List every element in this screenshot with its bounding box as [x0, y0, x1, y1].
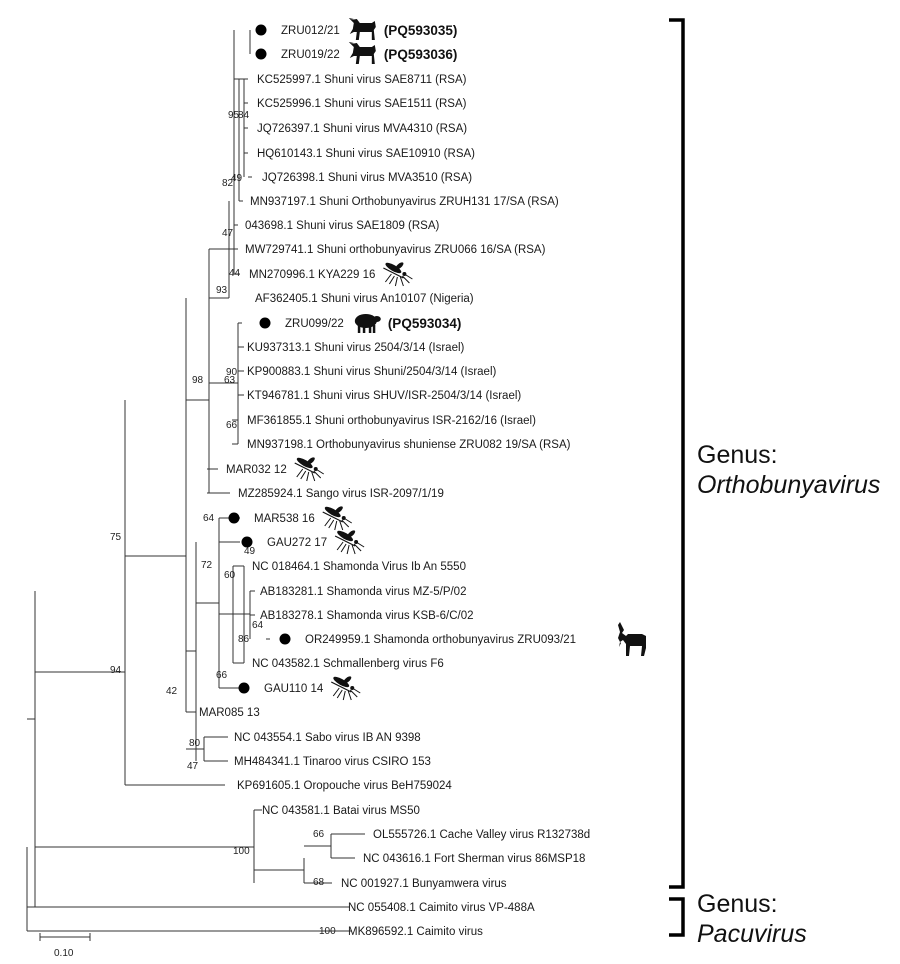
genus-orthobunyavirus-label: Genus: Orthobunyavirus — [697, 440, 880, 500]
bootstrap-value: 68 — [313, 877, 325, 888]
genus-name: Pacuvirus — [697, 920, 807, 948]
bootstrap-value: 44 — [229, 268, 241, 279]
bootstrap-value: 98 — [192, 375, 204, 386]
leaf-label-or249959: OR249959.1 Shamonda orthobunyavirus ZRU0… — [305, 634, 576, 646]
leaf-label-kc525996: KC525996.1 Shuni virus SAE1511 (RSA) — [257, 98, 467, 110]
genus-prefix: Genus: — [697, 441, 778, 469]
leaf-label-ab183281: AB183281.1 Shamonda virus MZ-5/P/02 — [260, 586, 466, 598]
bootstrap-value: 66 — [226, 420, 238, 431]
bootstrap-value: 64 — [252, 620, 264, 631]
leaf-label-nc043554: NC 043554.1 Sabo virus IB AN 9398 — [234, 732, 421, 744]
leaf-label-zru099: ZRU099/22 — [285, 318, 344, 330]
pacuvirus-bracket — [669, 897, 685, 937]
mosquito-icon — [294, 455, 325, 482]
leaf-label-nc043581: NC 043581.1 Batai virus MS50 — [262, 805, 420, 817]
bootstrap-value: 90 — [226, 367, 238, 378]
mosquito-icon — [382, 260, 413, 287]
marker-dot-or249959 — [279, 633, 291, 645]
marker-dot-zru099 — [259, 317, 271, 329]
genus-pacuvirus-label: Genus: Pacuvirus — [697, 889, 807, 949]
leaf-label-af362405: AF362405.1 Shuni virus An10107 (Nigeria) — [255, 293, 474, 305]
leaf-label-gau272: GAU272 17 — [267, 537, 327, 549]
leaf-label-mn937197: MN937197.1 Shuni Orthobunyavirus ZRUH131… — [250, 196, 559, 208]
leaf-label-mar085: MAR085 13 — [199, 707, 260, 719]
bootstrap-value: 42 — [166, 686, 178, 697]
leaf-label-jq726397: JQ726397.1 Shuni virus MVA4310 (RSA) — [257, 123, 467, 135]
bootstrap-value: 49 — [244, 546, 256, 557]
mosquito-icon — [330, 674, 361, 701]
leaf-label-kt946781: KT946781.1 Shuni virus SHUV/ISR-2504/3/1… — [247, 390, 521, 402]
bootstrap-value: 80 — [189, 738, 201, 749]
leaf-label-mn270996: MN270996.1 KYA229 16 — [249, 269, 375, 281]
leaf-label-kp900883: KP900883.1 Shuni virus Shuni/2504/3/14 (… — [247, 366, 496, 378]
leaf-label-ol555726: OL555726.1 Cache Valley virus R132738d — [373, 829, 590, 841]
leaf-label-nc001927: NC 001927.1 Bunyamwera virus — [341, 878, 507, 890]
orthobunyavirus-bracket — [669, 18, 685, 889]
leaf-label-mw729741: MW729741.1 Shuni orthobunyavirus ZRU066 … — [245, 244, 546, 256]
accession-zru019: (PQ593036) — [384, 47, 458, 62]
bootstrap-value: 100 — [233, 846, 250, 857]
bootstrap-value: 47 — [222, 228, 234, 239]
leaf-label-mk896592: MK896592.1 Caimito virus — [348, 926, 483, 938]
bootstrap-value: 66 — [313, 829, 325, 840]
leaf-label-mf361855: MF361855.1 Shuni orthobunyavirus ISR-216… — [247, 415, 536, 427]
bootstrap-value: 95 — [228, 110, 240, 121]
mosquito-icon — [334, 528, 365, 555]
mosquito-icon — [322, 504, 353, 531]
leaf-label-zru019: ZRU019/22 — [281, 49, 340, 61]
bootstrap-value: 47 — [187, 761, 199, 772]
bootstrap-value: 86 — [238, 634, 250, 645]
leaf-label-mar538: MAR538 16 — [254, 513, 315, 525]
marker-dot-zru019 — [255, 48, 267, 60]
leaf-label-jq726398: JQ726398.1 Shuni virus MVA3510 (RSA) — [262, 172, 472, 184]
leaf-label-nc055408: NC 055408.1 Caimito virus VP-488A — [348, 902, 535, 914]
bootstrap-value: 66 — [216, 670, 228, 681]
leaf-label-kp691605: KP691605.1 Oropouche virus BeH759024 — [237, 780, 452, 792]
marker-dot-mar538 — [228, 512, 240, 524]
leaf-label-gau110: GAU110 14 — [264, 683, 324, 695]
leaf-label-ku937313: KU937313.1 Shuni virus 2504/3/14 (Israel… — [247, 342, 465, 354]
leaf-label-nc043616: NC 043616.1 Fort Sherman virus 86MSP18 — [363, 853, 585, 865]
goat-icon — [618, 622, 646, 656]
bootstrap-value: 60 — [224, 570, 236, 581]
leaf-label-hq610143: HQ610143.1 Shuni virus SAE10910 (RSA) — [257, 148, 475, 160]
leaf-label-n043698: 043698.1 Shuni virus SAE1809 (RSA) — [245, 220, 440, 232]
bootstrap-value: 93 — [216, 285, 228, 296]
scale-bar-label: 0.10 — [54, 948, 74, 959]
bootstrap-value: 94 — [110, 665, 122, 676]
marker-dot-zru012 — [255, 24, 267, 36]
genus-name: Orthobunyavirus — [697, 471, 881, 499]
leaf-label-ab183278: AB183278.1 Shamonda virus KSB-6/C/02 — [260, 610, 474, 622]
bootstrap-value: 72 — [201, 560, 213, 571]
leaf-label-kc525997: KC525997.1 Shuni virus SAE8711 (RSA) — [257, 74, 467, 86]
bootstrap-value: 75 — [110, 532, 122, 543]
accession-zru099: (PQ593034) — [388, 316, 462, 331]
bootstrap-value: 49 — [231, 173, 243, 184]
sheep-icon — [354, 314, 381, 333]
horse-icon — [348, 42, 376, 64]
leaf-label-mar032: MAR032 12 — [226, 464, 287, 476]
genus-prefix: Genus: — [697, 890, 778, 918]
leaf-label-zru012: ZRU012/21 — [281, 25, 340, 37]
leaf-label-mh484341: MH484341.1 Tinaroo virus CSIRO 153 — [234, 756, 431, 768]
marker-dot-gau110 — [238, 682, 250, 694]
leaf-label-nc018464: NC 018464.1 Shamonda Virus Ib An 5550 — [252, 561, 466, 573]
bootstrap-value: 84 — [238, 110, 250, 121]
bootstrap-value: 64 — [203, 513, 215, 524]
leaf-label-mn937198: MN937198.1 Orthobunyavirus shuniense ZRU… — [247, 439, 571, 451]
accession-zru012: (PQ593035) — [384, 23, 458, 38]
bootstrap-value: 100 — [319, 926, 336, 937]
leaf-label-mz285924: MZ285924.1 Sango virus ISR-2097/1/19 — [238, 488, 444, 500]
bootstrap-value: 63 — [224, 375, 236, 386]
leaf-label-nc043582: NC 043582.1 Schmallenberg virus F6 — [252, 658, 444, 670]
marker-dot-gau272 — [241, 536, 253, 548]
bootstrap-value: 82 — [222, 178, 234, 189]
horse-icon — [348, 18, 376, 40]
